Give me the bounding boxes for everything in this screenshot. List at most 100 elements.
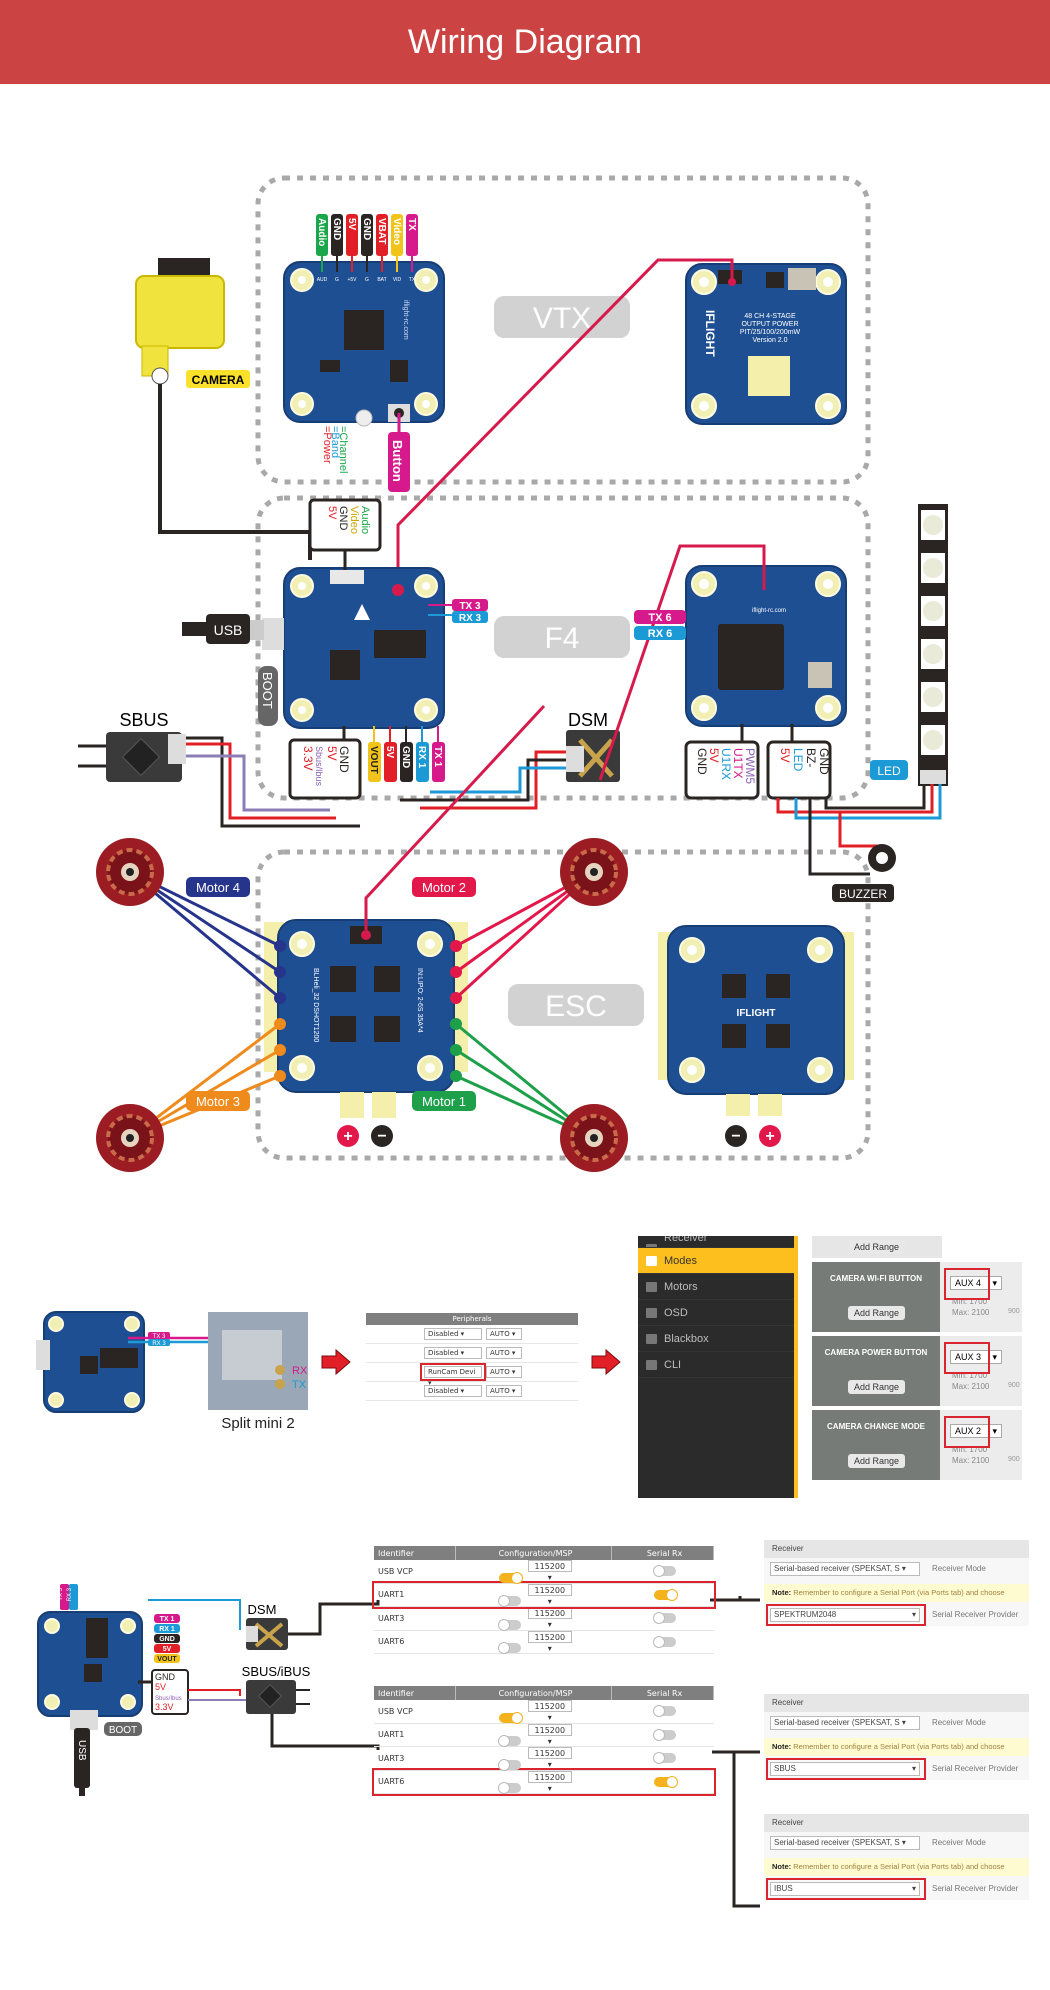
msp-toggle[interactable] — [498, 1735, 522, 1747]
add-range-button[interactable]: Add Range — [848, 1240, 906, 1254]
serial-rx-toggle[interactable] — [652, 1705, 676, 1718]
motor-4: Motor 4 — [96, 838, 286, 1004]
serial-provider-label: Serial Receiver Provider — [932, 1610, 1019, 1619]
ports-header: Serial Rx — [611, 1546, 714, 1560]
menu-item-motors[interactable]: Motors — [638, 1274, 796, 1300]
receiver-icon — [646, 1244, 657, 1247]
svg-text:AUD: AUD — [317, 277, 328, 283]
highlight-box — [766, 1604, 926, 1626]
peripheral-baud-select[interactable]: AUTO ▾ — [486, 1328, 522, 1340]
pill-gnd: GND — [400, 726, 413, 782]
peripherals-row: Disabled ▾ AUTO ▾ — [366, 1325, 578, 1344]
menu-item-osd[interactable]: OSD — [638, 1300, 796, 1326]
serial-provider-select[interactable]: SBUS▾ — [770, 1762, 920, 1776]
peripheral-baud-select[interactable]: AUTO ▾ — [486, 1385, 522, 1397]
page-header: Wiring Diagram — [0, 0, 1050, 84]
msp-toggle[interactable] — [498, 1618, 522, 1631]
svg-text:GND: GND — [817, 748, 831, 775]
vtx-pin-vbat: VBAT BAT — [376, 214, 388, 283]
receiver-mode-select[interactable]: Serial-based receiver (SPEKSAT, S ▾ — [770, 1716, 920, 1730]
baud-select[interactable]: 115200 ▾ — [527, 1560, 572, 1582]
baud-select[interactable]: 115200 ▾ — [527, 1747, 572, 1769]
vtx-board-url: iflight-rc.com — [402, 300, 409, 340]
baud-select[interactable]: 115200 ▾ — [527, 1770, 572, 1793]
menu-item-cli[interactable]: CLI — [638, 1352, 796, 1378]
baud-select[interactable]: 115200 ▾ — [527, 1723, 572, 1746]
peripheral-device-select[interactable]: Disabled ▾ — [424, 1385, 482, 1397]
add-range-button[interactable]: Add Range — [848, 1454, 906, 1468]
motor-3: Motor 3 — [96, 1018, 286, 1172]
svg-text:+5V: +5V — [347, 277, 357, 283]
vtx-led-band: =Band — [329, 426, 341, 458]
receiver-mode-select[interactable]: Serial-based receiver (SPEKSAT, S ▾ — [770, 1562, 920, 1576]
menu-item-receiver[interactable]: Receiver — [638, 1236, 796, 1248]
highlight-box — [944, 1416, 990, 1448]
baud-select[interactable]: 115200 ▾ — [527, 1583, 572, 1606]
svg-text:BAT: BAT — [377, 277, 386, 283]
serial-rx-toggle[interactable] — [653, 1775, 678, 1788]
serial-rx-toggle[interactable] — [652, 1635, 676, 1648]
serial-rx-toggle[interactable] — [652, 1612, 676, 1625]
msp-toggle[interactable] — [498, 1595, 522, 1607]
boot-label: BOOT — [258, 666, 278, 726]
cli-icon — [646, 1360, 657, 1370]
add-range-button[interactable]: Add Range — [848, 1306, 906, 1320]
peripheral-baud-select[interactable]: AUTO ▾ — [486, 1347, 522, 1359]
rx-dsm: DSM — [246, 1602, 288, 1650]
serial-provider-select[interactable]: IBUS▾ — [770, 1882, 920, 1896]
svg-text:Button: Button — [390, 440, 405, 482]
svg-text:PWM5: PWM5 — [743, 748, 757, 784]
svg-text:F4: F4 — [544, 622, 579, 655]
serial-provider-select[interactable]: SPEKTRUM2048▾ — [770, 1608, 920, 1622]
peripheral-device-select[interactable]: Disabled ▾ — [424, 1328, 482, 1340]
camera-name: Split mini 2 — [221, 1415, 294, 1432]
msp-toggle[interactable] — [499, 1711, 524, 1724]
receiver-title: Receiver — [764, 1694, 1029, 1712]
svg-text:VBAT: VBAT — [376, 218, 387, 244]
sbus-label: SBUS — [119, 710, 168, 730]
receiver-mode-label: Receiver Mode — [932, 1718, 986, 1727]
svg-text:BLHeli_32 DSHOT1200: BLHeli_32 DSHOT1200 — [312, 968, 319, 1042]
baud-select[interactable]: 115200 ▾ — [527, 1630, 572, 1653]
svg-text:+: + — [343, 1128, 352, 1145]
serial-rx-toggle[interactable] — [652, 1752, 676, 1765]
receiver-mode-select[interactable]: Serial-based receiver (SPEKSAT, S ▾ — [770, 1836, 920, 1850]
blackbox-icon — [646, 1334, 657, 1344]
serial-rx-toggle[interactable] — [652, 1565, 676, 1578]
f4-board — [262, 567, 445, 729]
rx-sbus-ibus: SBUS/iBUS — [242, 1664, 311, 1714]
vtx-section-label: VTX — [494, 296, 630, 338]
svg-text:Sbus/Ibus: Sbus/Ibus — [155, 1696, 182, 1702]
arrow-right-icon — [591, 1348, 621, 1376]
serial-rx-toggle[interactable] — [652, 1728, 676, 1741]
baud-select[interactable]: 115200 ▾ — [527, 1607, 572, 1629]
svg-text:Motor 1: Motor 1 — [422, 1094, 466, 1109]
f4-section-outline — [255, 495, 871, 801]
msp-toggle[interactable] — [498, 1758, 522, 1771]
peripheral-device-select[interactable]: RunCam Devi ▾ — [424, 1366, 482, 1387]
button-pill: Button — [388, 413, 410, 492]
svg-text:BZ-: BZ- — [804, 748, 818, 767]
f4-section-label: F4 — [494, 616, 630, 658]
runcam-fc-board — [36, 1311, 145, 1413]
add-range-button[interactable]: Add Range — [848, 1380, 906, 1394]
msp-toggle[interactable] — [498, 1642, 522, 1654]
baud-select[interactable]: 115200 ▾ — [527, 1700, 572, 1722]
peripheral-device-select[interactable]: Disabled ▾ — [424, 1347, 482, 1359]
highlight-box — [766, 1878, 926, 1900]
peripheral-baud-select[interactable]: AUTO ▾ — [486, 1366, 522, 1378]
menu-item-blackbox[interactable]: Blackbox — [638, 1326, 796, 1352]
vtx-section-outline — [255, 175, 871, 485]
svg-text:GND: GND — [159, 1636, 175, 1643]
msp-toggle[interactable] — [498, 1782, 522, 1794]
msp-toggle[interactable] — [499, 1571, 524, 1584]
menu-item-modes[interactable]: Modes — [638, 1248, 796, 1274]
svg-text:TX: TX — [406, 218, 417, 231]
port-identifier: UART1 — [374, 1583, 456, 1607]
serial-rx-toggle[interactable] — [653, 1588, 678, 1601]
